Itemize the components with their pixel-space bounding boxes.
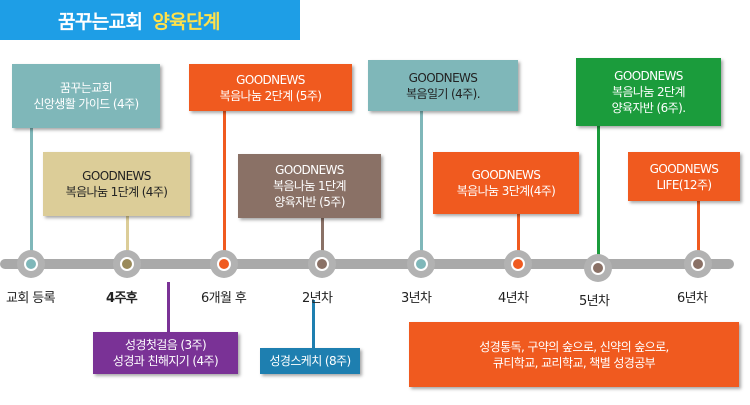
milestone-label-1: 교회 등록	[6, 291, 56, 306]
timeline-node-2	[113, 250, 141, 278]
milestone-label-6: 4년차	[498, 291, 529, 306]
bible-box-1-line-1: 성경첫걸음 (3주)	[124, 338, 207, 352]
timeline-track	[0, 259, 734, 269]
title-subtitle: 양육단계	[152, 10, 220, 33]
stage-box-4-line-2: 복음나눔 1단계	[273, 179, 346, 193]
timeline-node-4	[308, 250, 336, 278]
milestone-label-8: 6년차	[677, 291, 708, 306]
title-church-name: 꿈꾸는교회	[58, 10, 143, 33]
stage-box-2: GOODNEWS 복음나눔 1단계 (4주)	[43, 152, 190, 216]
stage-box-8: GOODNEWS LIFE(12주)	[628, 152, 740, 201]
stem-6	[517, 214, 520, 263]
stage-box-7-line-2: 복음나눔 2단계	[612, 85, 685, 99]
stage-box-3-line-1: GOODNEWS	[236, 72, 305, 87]
stage-box-1-line-2: 신앙생활 가이드 (4주)	[33, 97, 139, 111]
bible-box-3-line-2: 큐티학교, 교리학교, 책별 성경공부	[492, 355, 656, 370]
stage-box-5-line-2: 복음일기 (4주).	[406, 86, 480, 101]
stem-3	[223, 111, 226, 263]
stage-box-4-line-3: 양육자반 (5주)	[274, 195, 345, 209]
milestone-label-3: 6개월 후	[201, 291, 247, 306]
bible-box-2: 성경스케치 (8주)	[260, 348, 360, 374]
stem-below-2	[312, 300, 315, 348]
stage-box-8-line-2: LIFE(12주)	[656, 177, 713, 192]
bible-box-3-line-1: 성경통독, 구약의 숲으로, 신약의 숲으로,	[479, 339, 669, 354]
stage-box-4: GOODNEWS 복음나눔 1단계 양육자반 (5주)	[238, 154, 381, 218]
stage-box-6-line-1: GOODNEWS	[471, 168, 541, 182]
stage-box-7-line-1: GOODNEWS	[614, 69, 683, 83]
timeline-node-7	[584, 254, 612, 282]
timeline-node-8	[684, 250, 712, 278]
stage-box-5-line-1: GOODNEWS	[408, 70, 478, 85]
stage-box-6-line-2: 복음나눔 3단계(4주)	[456, 184, 556, 198]
milestone-label-2: 4주후	[106, 291, 138, 306]
bible-box-2-line-1: 성경스케치 (8주)	[269, 354, 351, 368]
stem-2	[126, 216, 129, 263]
stage-box-2-line-2: 복음나눔 1단계 (4주)	[65, 185, 168, 199]
timeline-node-1	[17, 250, 45, 278]
title-banner: 꿈꾸는교회 양육단계	[0, 0, 300, 40]
milestone-label-4: 2년차	[302, 291, 333, 306]
timeline-node-5	[407, 250, 435, 278]
stage-box-2-line-1: GOODNEWS	[82, 169, 151, 183]
stage-box-1: 꿈꾸는교회 신앙생활 가이드 (4주)	[12, 64, 160, 128]
stage-box-3: GOODNEWS 복음나눔 2단계 (5주)	[189, 64, 352, 111]
timeline-node-6	[504, 250, 532, 278]
stage-box-6: GOODNEWS 복음나눔 3단계(4주)	[433, 152, 579, 214]
stem-5	[420, 111, 423, 263]
timeline-node-3	[210, 250, 238, 278]
stage-box-4-line-1: GOODNEWS	[275, 163, 344, 177]
bible-box-3: 성경통독, 구약의 숲으로, 신약의 숲으로, 큐티학교, 교리학교, 책별 성…	[409, 322, 739, 387]
milestone-label-7: 5년차	[579, 294, 610, 309]
stem-4	[321, 218, 324, 263]
stage-box-5: GOODNEWS 복음일기 (4주).	[368, 60, 518, 111]
stage-box-7: GOODNEWS 복음나눔 2단계 양육자반 (6주).	[576, 58, 721, 126]
stem-1	[30, 128, 33, 263]
bible-box-1-line-2: 성경과 친해지기 (4주)	[112, 354, 219, 368]
stem-8	[697, 201, 700, 263]
bible-box-1: 성경첫걸음 (3주) 성경과 친해지기 (4주)	[93, 332, 238, 374]
stage-box-7-line-3: 양육자반 (6주).	[611, 101, 686, 115]
stage-box-1-line-1: 꿈꾸는교회	[59, 81, 113, 95]
stem-7	[597, 126, 600, 263]
milestone-label-5: 3년차	[401, 291, 432, 306]
stage-box-3-line-2: 복음나눔 2단계 (5주)	[219, 88, 322, 103]
stage-box-8-line-1: GOODNEWS	[649, 161, 719, 176]
stem-below-1	[167, 282, 170, 332]
